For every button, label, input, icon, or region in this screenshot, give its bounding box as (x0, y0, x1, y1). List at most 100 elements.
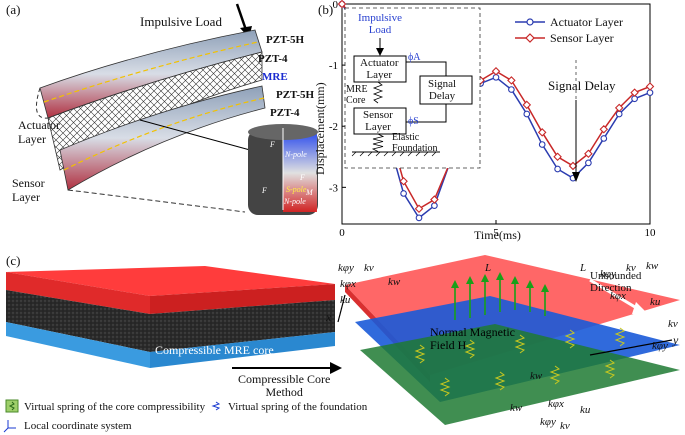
spring-stiffness-label: kφx (610, 290, 626, 302)
x-tick-label: 10 (645, 227, 657, 239)
data-point (645, 82, 655, 91)
data-point (337, 0, 347, 9)
data-point (553, 152, 562, 162)
spring-stiffness-label: kφy (600, 268, 616, 280)
top-face-sensor (6, 266, 335, 296)
y-tick-label: -3 (329, 182, 339, 194)
data-point (430, 195, 439, 204)
data-point (507, 76, 516, 85)
spring-stiffness-label: kv (364, 262, 374, 274)
data-point (523, 110, 531, 118)
spring-stiffness-label: kφy (338, 262, 354, 274)
spring-stiffness-label: ku (580, 404, 591, 416)
data-point (538, 141, 546, 148)
legend-core-spring: Virtual spring of the core compressibili… (24, 401, 206, 413)
mre-core-block (6, 290, 150, 352)
layer-label-4: PZT-5H (276, 89, 315, 101)
method-label: Compressible Core Method (238, 372, 331, 399)
spring-stiffness-label: kφy (652, 340, 668, 352)
core-springs (414, 327, 626, 397)
spring-stiffness-label: kw (646, 260, 659, 272)
y-tick-label: 0 (333, 0, 339, 11)
sensor-layer-label: Sensor Layer (12, 176, 45, 204)
force-label-2: F (300, 173, 305, 182)
legend-foundation-spring: Virtual spring of the foundation (228, 401, 368, 413)
core-label: Compressible MRE core (155, 343, 274, 357)
panel-a-label: (a) (6, 2, 21, 17)
x-tick-label: 5 (493, 227, 499, 239)
data-point (584, 149, 593, 159)
inset-phi-s: ϕS (408, 116, 419, 127)
method-arrow (330, 362, 342, 374)
x-axis-label: Time(ms) (474, 228, 521, 242)
inset-mre-core: MRE Core (346, 84, 368, 106)
axis-y-label: y (673, 333, 679, 347)
data-point (508, 86, 515, 93)
axis-x-label: x (326, 310, 332, 324)
inset-elastic-foundation: Elastic Foundation (392, 132, 438, 154)
inset-sensor: Sensor Layer (363, 109, 393, 133)
spring-stiffness-label: kφx (340, 278, 356, 290)
spring-stiffness-label: kw (510, 402, 523, 414)
layer-label-2: PZT-4 (258, 53, 288, 65)
normal-field-label: Normal Magnetic Field H (430, 325, 515, 352)
bottom-face-actuator (6, 322, 150, 368)
length-a-label: L (580, 262, 587, 274)
layer-label-5: PZT-4 (270, 107, 300, 119)
sensor-layer-shape (59, 85, 266, 191)
spring-stiffness-label: kv (560, 420, 570, 432)
sandwich-beam-diagram (35, 3, 318, 215)
magnetic-field-arrows (454, 278, 546, 320)
legend-sensor: Sensor Layer (550, 31, 614, 45)
signal-delay-annotation: Signal Delay (548, 78, 616, 93)
spring-stiffness-label: kφx (548, 398, 564, 410)
spring-stiffness-label: kφy (540, 416, 556, 428)
n-pole-bottom: N-pole (284, 197, 306, 206)
panel-b-label: (b) (318, 2, 334, 17)
n-pole-top: N-pole (285, 150, 307, 159)
layer-label-mre: MRE (262, 71, 288, 83)
s-pole: S-pole (286, 185, 307, 194)
data-point (630, 88, 639, 97)
unbounded-label: Unbounded Direction (590, 270, 642, 294)
data-point (600, 135, 608, 142)
layer-label-1: PZT-5H (266, 34, 305, 46)
legend-local-coords: Local coordinate system (24, 420, 132, 432)
moment-label: M (306, 188, 313, 197)
data-point (414, 204, 424, 214)
y-tick-label: -2 (329, 121, 338, 133)
load-arrow (235, 3, 248, 31)
actuator-layer-label: Actuator Layer (18, 118, 60, 146)
x-tick-label: 0 (339, 227, 345, 239)
data-point (554, 165, 561, 173)
force-label-1: F (262, 186, 267, 195)
y-tick-label: -1 (329, 60, 338, 72)
spring-stiffness-label: ku (650, 296, 661, 308)
data-point (491, 66, 501, 76)
foundation-plate (360, 324, 680, 425)
spring-stiffness-label: kw (530, 370, 543, 382)
data-point (399, 176, 408, 186)
inset-phi-a: ϕA (408, 52, 421, 63)
data-point (585, 159, 592, 167)
data-point (599, 124, 609, 134)
spring-stiffness-label: kw (388, 276, 401, 288)
spring-stiffness-label: ku (340, 294, 351, 306)
panel-c-label: (c) (6, 253, 21, 268)
inset-actuator: Actuator Layer (360, 57, 399, 81)
spring-stiffness-label: kv (626, 262, 636, 274)
legend-actuator: Actuator Layer (550, 15, 623, 29)
data-point (537, 128, 547, 137)
data-point (415, 214, 423, 222)
chart-ticks: 0 5 10 0 -1 -2 -3 (329, 0, 656, 239)
data-point (522, 100, 532, 110)
inset-impulsive-load: Impulsive Load (358, 12, 402, 36)
spring-stiffness-label: kv (668, 318, 678, 330)
length-b-label: L (485, 262, 492, 274)
data-point (614, 103, 624, 113)
inset-signal-delay: Signal Delay (428, 78, 457, 102)
impulsive-load-label: Impulsive Load (140, 14, 222, 29)
data-point (400, 190, 407, 197)
force-label-3: F (270, 140, 275, 149)
